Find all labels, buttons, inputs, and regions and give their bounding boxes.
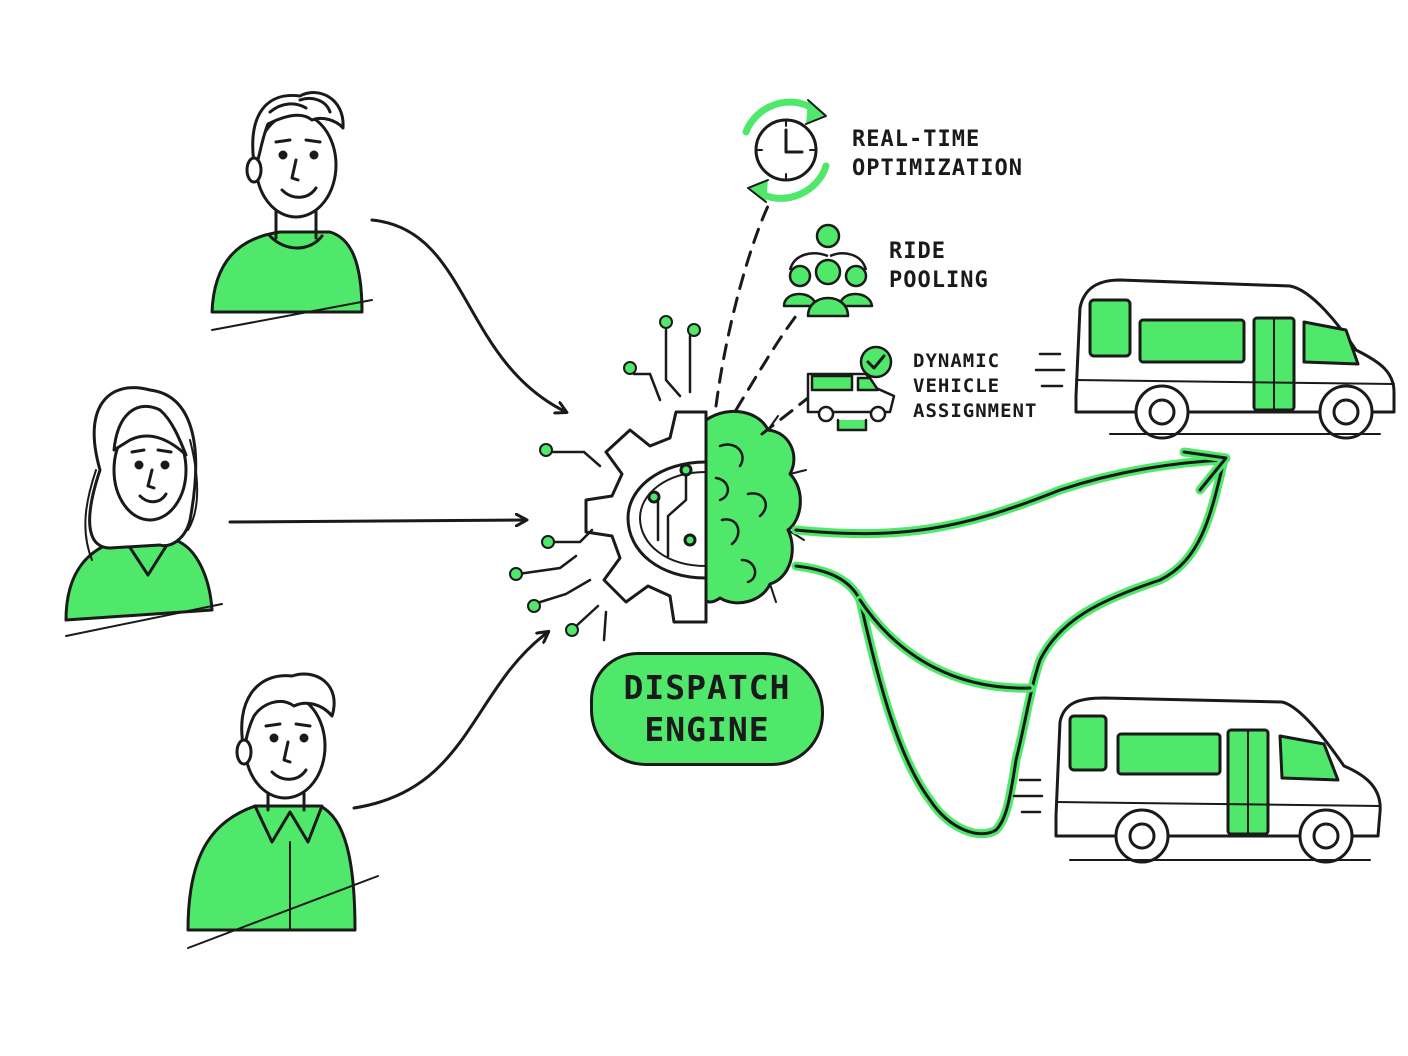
feature-label-line: ASSIGNMENT xyxy=(913,400,1038,422)
passenger-woman xyxy=(64,386,223,637)
request-arrows xyxy=(228,218,566,810)
shuttle-van-top xyxy=(1034,278,1396,440)
dispatch-engine-badge: DISPATCH ENGINE xyxy=(590,652,824,766)
arrow-bottom-passenger xyxy=(352,632,548,810)
shuttle-van-bottom xyxy=(1012,696,1382,864)
engine-title-line1: DISPATCH xyxy=(623,668,791,707)
feature-label-line: POOLING xyxy=(889,268,989,293)
arrow-middle-passenger xyxy=(228,520,526,522)
feature-label-line: VEHICLE xyxy=(913,375,1001,397)
circuit-lines xyxy=(516,328,692,642)
feature-label-line: DYNAMIC xyxy=(913,350,1001,372)
passenger-man-top xyxy=(210,91,373,331)
feature-label-ride-pooling: RIDE POOLING xyxy=(889,237,989,295)
truck-checkmark-icon xyxy=(806,345,896,432)
gear-brain-icon xyxy=(584,409,807,624)
routes xyxy=(791,447,1231,839)
clock-refresh-icon xyxy=(742,98,830,203)
feature-label-line: RIDE xyxy=(889,239,946,264)
group-people-icon xyxy=(782,223,874,318)
arrow-top-passenger xyxy=(370,218,566,412)
engine-title-line2: ENGINE xyxy=(644,710,770,749)
feature-connectors xyxy=(714,204,820,436)
circuit-nodes xyxy=(509,315,701,637)
feature-label-real-time-optimization: REAL-TIME OPTIMIZATION xyxy=(852,125,1023,183)
feature-label-line: OPTIMIZATION xyxy=(852,156,1023,181)
feature-label-dynamic-vehicle-assignment: DYNAMIC VEHICLE ASSIGNMENT xyxy=(913,349,1037,424)
passenger-man-bottom xyxy=(186,672,379,949)
feature-label-line: REAL-TIME xyxy=(852,127,981,152)
